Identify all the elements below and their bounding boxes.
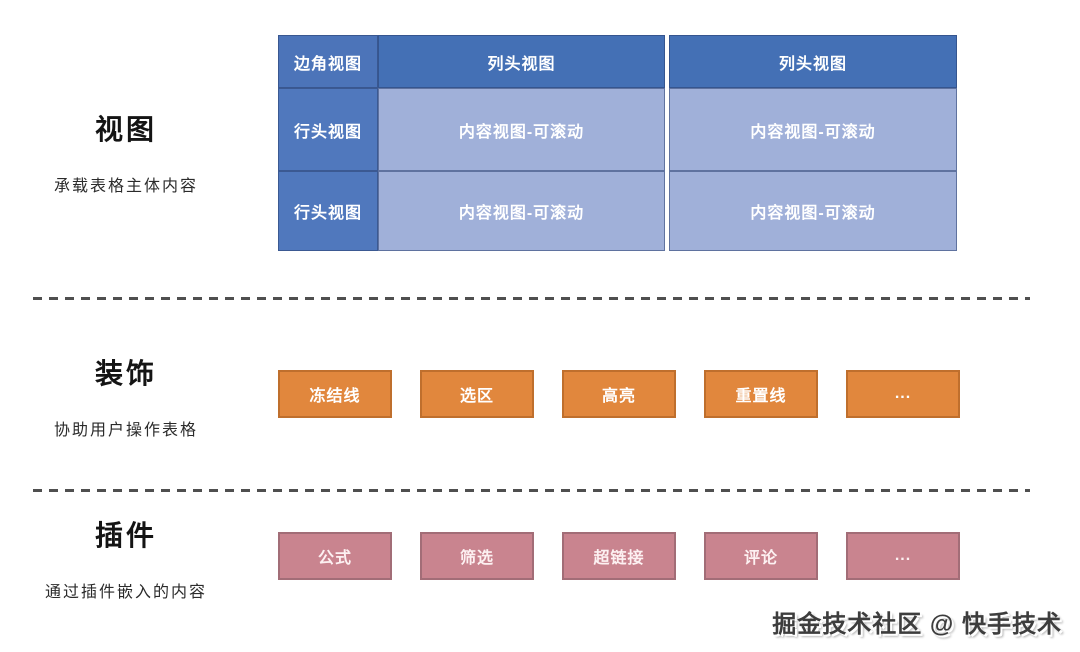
plugins-box-row: 公式 筛选 超链接 评论 ... (278, 532, 960, 580)
plugin-box-hyperlink: 超链接 (562, 532, 676, 580)
plugins-section-title: 插件 (94, 520, 157, 551)
view-table-right-block: 列头视图 内容视图-可滚动 内容视图-可滚动 (669, 35, 957, 251)
decorations-section-subtitle: 协助用户操作表格 (53, 422, 198, 439)
view-table-left-block: 边角视图 列头视图 行头视图 内容视图-可滚动 行头视图 内容视图-可滚动 (278, 35, 665, 251)
decoration-box-more: ... (846, 370, 960, 418)
dashed-divider (33, 489, 1030, 492)
plugin-box-more: ... (846, 532, 960, 580)
dashed-divider (33, 297, 1030, 300)
decorations-box-row: 冻结线 选区 高亮 重置线 ... (278, 370, 960, 418)
corner-view-cell: 边角视图 (278, 35, 378, 88)
plugin-box-comment: 评论 (704, 532, 818, 580)
decorations-section-title: 装饰 (94, 358, 157, 389)
plugins-section-subtitle: 通过插件嵌入的内容 (44, 584, 207, 601)
view-table: 边角视图 列头视图 行头视图 内容视图-可滚动 行头视图 内容视图-可滚动 列头… (278, 35, 957, 251)
content-view-cell: 内容视图-可滚动 (669, 171, 957, 251)
decoration-box-highlight: 高亮 (562, 370, 676, 418)
content-view-cell: 内容视图-可滚动 (378, 88, 665, 171)
credit-watermark: 掘金技术社区 @ 快手技术 (772, 611, 1062, 638)
column-header-view-cell: 列头视图 (378, 35, 665, 88)
decoration-box-selection: 选区 (420, 370, 534, 418)
decoration-box-freeze-line: 冻结线 (278, 370, 392, 418)
views-section-label: 视图 承载表格主体内容 (0, 108, 252, 196)
plugin-box-formula: 公式 (278, 532, 392, 580)
row-header-view-cell: 行头视图 (278, 171, 378, 251)
column-header-view-cell: 列头视图 (669, 35, 957, 88)
content-view-cell: 内容视图-可滚动 (669, 88, 957, 171)
plugins-section-label: 插件 通过插件嵌入的内容 (0, 514, 252, 602)
plugin-box-filter: 筛选 (420, 532, 534, 580)
content-view-cell: 内容视图-可滚动 (378, 171, 665, 251)
views-section-title: 视图 (94, 114, 157, 145)
views-section-subtitle: 承载表格主体内容 (53, 178, 198, 195)
decorations-section-label: 装饰 协助用户操作表格 (0, 352, 252, 440)
row-header-view-cell: 行头视图 (278, 88, 378, 171)
decoration-box-reset-line: 重置线 (704, 370, 818, 418)
